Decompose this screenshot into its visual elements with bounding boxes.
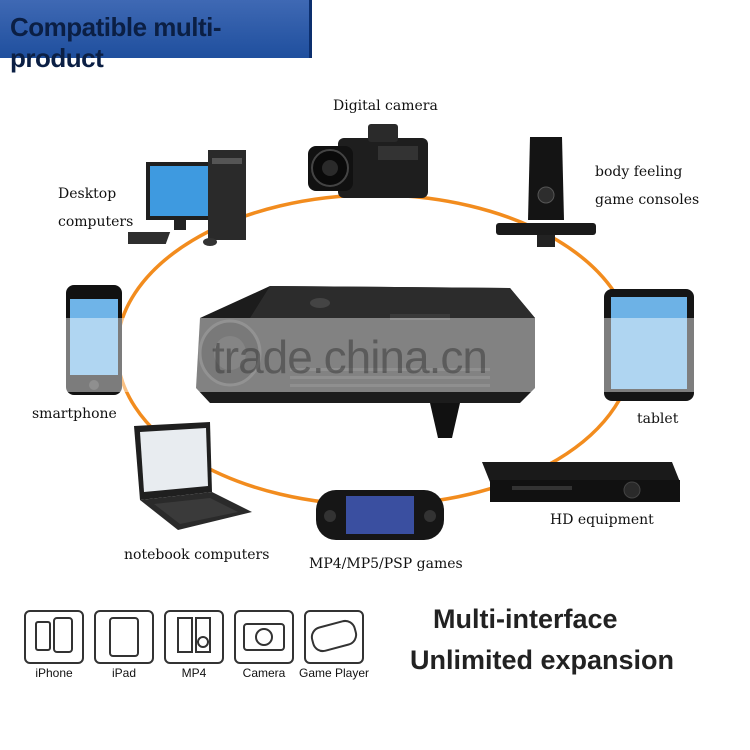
title-banner: Compatible multi-product	[0, 0, 312, 73]
camcorder-icon	[308, 124, 428, 198]
slogan-line2: Unlimited expansion	[410, 645, 675, 675]
game-player-icon	[304, 610, 364, 664]
icon-label-game-player: Game Player	[298, 666, 370, 680]
label-body-feeling: body feeling	[595, 164, 683, 180]
label-hd-equipment: HD equipment	[550, 512, 654, 528]
camera-icon	[234, 610, 294, 664]
icon-label-ipad: iPad	[111, 666, 137, 680]
tablet-small-icon	[94, 610, 154, 664]
tablet-icon	[604, 289, 694, 401]
banner-title: Compatible multi-product	[10, 12, 222, 73]
phone-icon	[24, 610, 84, 664]
watermark-band	[0, 318, 750, 392]
hd-player-icon	[482, 462, 680, 502]
smartphone-icon	[66, 285, 122, 395]
label-notebook: notebook computers	[124, 547, 270, 563]
mp4-player-icon	[164, 610, 224, 664]
icon-label-iphone: iPhone	[35, 666, 73, 680]
label-digital-camera: Digital camera	[333, 98, 438, 114]
label-smartphone: smartphone	[32, 406, 117, 422]
projector-icon	[196, 286, 535, 438]
label-computers: computers	[58, 214, 134, 230]
label-game-consoles: game consoles	[595, 192, 700, 208]
psp-icon	[316, 490, 444, 540]
watermark-text: trade.china.cn	[212, 331, 488, 383]
icon-label-mp4: MP4	[181, 666, 207, 680]
icon-label-camera: Camera	[242, 666, 286, 680]
desktop-computer-icon	[128, 150, 246, 246]
game-console-icon	[496, 137, 596, 247]
label-desktop: Desktop	[58, 186, 117, 202]
label-mp4-psp: MP4/MP5/PSP games	[309, 556, 463, 572]
notebook-computer-icon	[134, 422, 252, 530]
slogan-line1: Multi-interface	[433, 604, 618, 634]
label-tablet: tablet	[637, 411, 679, 427]
